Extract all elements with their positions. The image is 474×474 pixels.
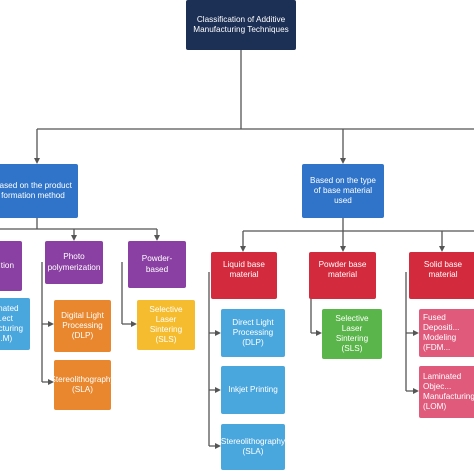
connector-right-branch — [242, 217, 474, 248]
connector-liquid-children — [208, 272, 217, 447]
category-clipped: ...tion — [0, 241, 22, 291]
category-powder-base: Powder base material — [309, 252, 376, 299]
leaf-selective-laser-sintering-right: Selective Laser Sintering (SLS) — [322, 309, 382, 359]
branch-base-material: Based on the type of base material used — [302, 164, 384, 218]
category-powder-based: Powder-based — [128, 241, 186, 288]
leaf-laminated-clipped: ...inated ...ect ...facturing ...M) — [0, 298, 30, 350]
branch-product-formation: Based on the product formation method — [0, 164, 78, 218]
leaf-fused-deposition-modeling: Fused Depositi... Modeling (FDM... — [419, 309, 474, 357]
connector-left-branch — [0, 217, 158, 237]
leaf-inkjet-printing: Inkjet Printing — [221, 366, 285, 414]
leaf-stereolithography-right: Stereolithography (SLA) — [221, 424, 285, 470]
category-photo-polymerization: Photo polymerization — [45, 241, 103, 284]
connector-root — [36, 50, 474, 160]
leaf-direct-light-processing: Direct Light Processing (DLP) — [221, 309, 285, 357]
leaf-stereolithography-left: Stereolithography (SLA) — [54, 360, 111, 410]
leaf-digital-light-processing: Digital Light Processing (DLP) — [54, 300, 111, 352]
leaf-laminated-object-manufacturing: Laminated Objec... Manufacturing (LOM) — [419, 366, 474, 418]
leaf-selective-laser-sintering-left: Selective Laser Sintering (SLS) — [137, 300, 195, 350]
category-solid-base: Solid base material — [409, 252, 474, 299]
category-liquid-base: Liquid base material — [211, 252, 277, 299]
root-node: Classification of Additive Manufacturing… — [186, 0, 296, 50]
